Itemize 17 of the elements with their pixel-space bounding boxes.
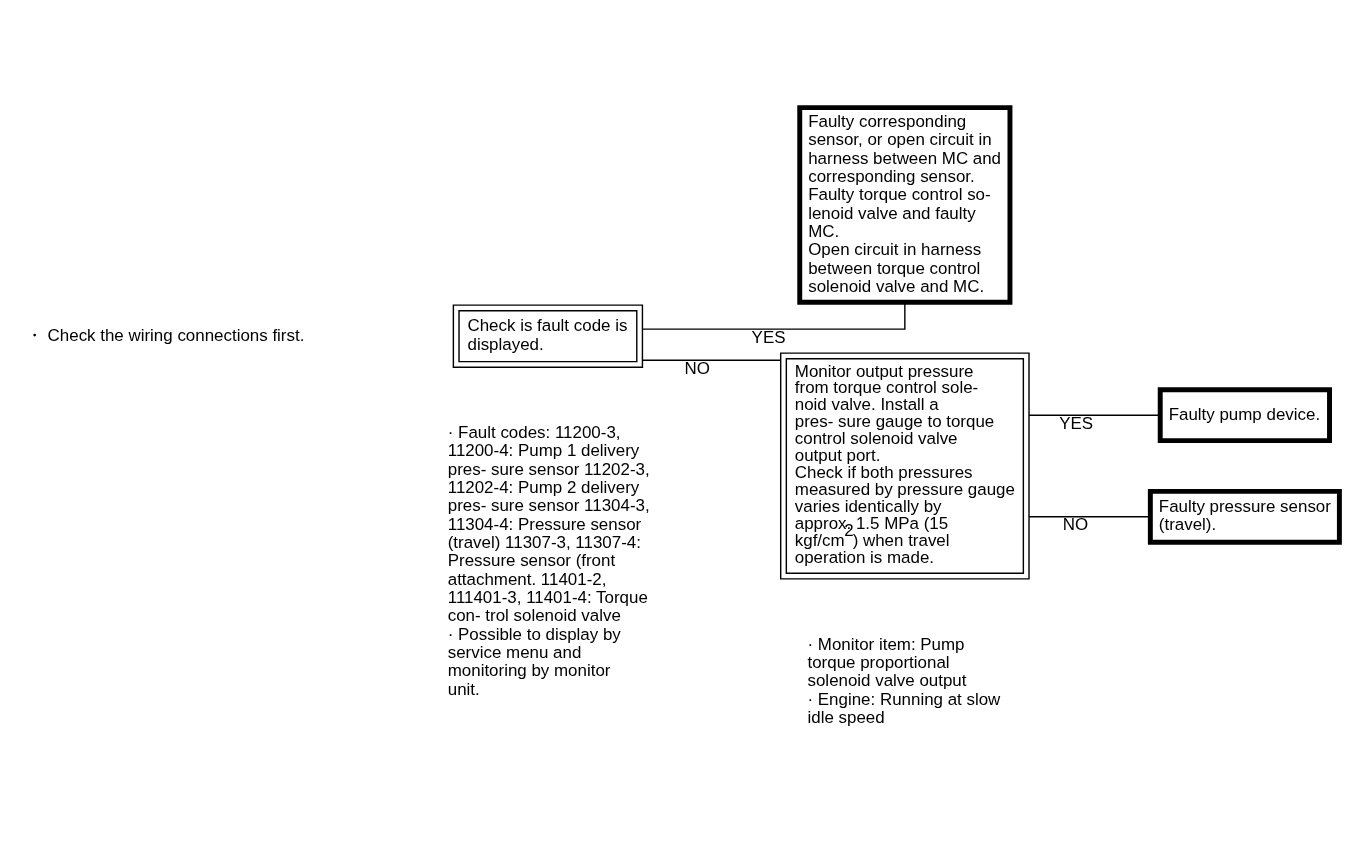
node-label: · Monitor item: Pump torque proportional solenoid valve output xyxy=(807,634,967,691)
node-label: · Engine: Running at slow idle speed xyxy=(807,689,1001,727)
edge-label: YES xyxy=(751,327,786,347)
edge-label: NO xyxy=(1062,515,1089,535)
node-box: Faulty pump device. xyxy=(1157,387,1332,444)
connector xyxy=(1028,414,1161,416)
label: ・ Check the wiring connections first. xyxy=(25,325,305,345)
node-label: · Fault codes: 11200-3, 11200-4: Pump 1 delivery pres- sure sensor 11202-3, 11202-4: Pump 2 delivery pres- sure sensor 11304-3, 11304-4: Pressure sensor (travel) 11307-3, 11307-4: Pressure sensor (front attachment. 11401-2, 111401-3, 11401-4: Torque con- trol solenoid valve xyxy=(447,422,650,626)
node-label: · Possible to display by service menu and monitoring by monitor unit. xyxy=(447,624,621,699)
node-box: Faulty corresponding sensor, or open circuit in harness between MC and corresponding sensor. Faulty torque control so- lenoid valve and faulty MC. Open circuit in harness between torque control solenoid valve and MC. xyxy=(797,105,1013,305)
connector xyxy=(641,302,906,330)
connector xyxy=(1028,516,1151,518)
edge-label: NO xyxy=(684,358,710,378)
node-box: Faulty pressure sensor (travel). xyxy=(1147,488,1342,545)
node-box: Check is fault code is displayed. xyxy=(452,304,644,368)
edge-label: YES xyxy=(1059,413,1094,433)
connector xyxy=(641,359,781,361)
